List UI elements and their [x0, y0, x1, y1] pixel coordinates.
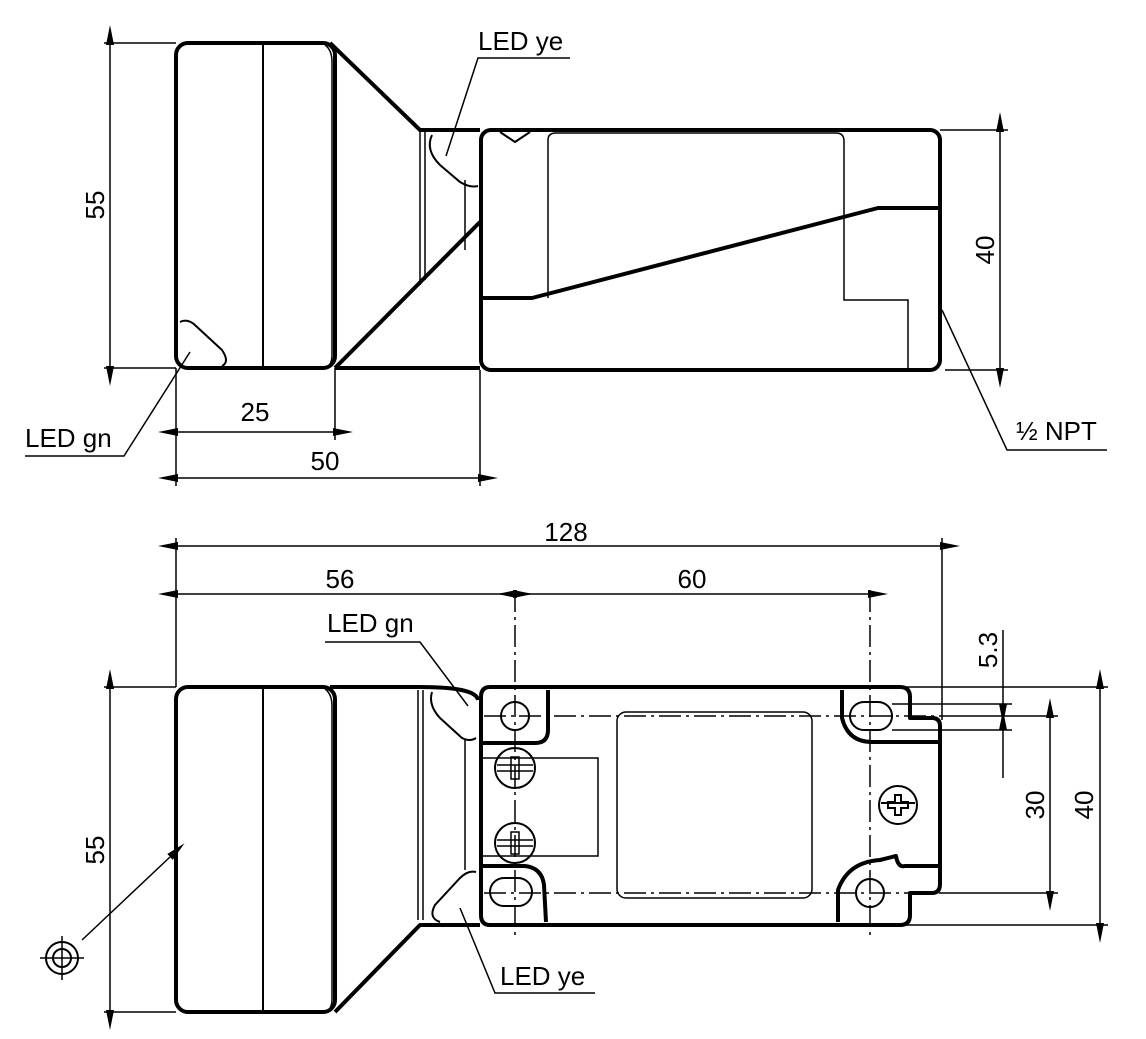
dim-30: 30	[1020, 791, 1050, 820]
label-led-ye-bottom: LED ye	[500, 961, 585, 991]
mounting-slot	[489, 877, 533, 907]
mounting-hole	[500, 701, 530, 731]
sensor-head-top	[174, 41, 337, 370]
dim-25: 25	[241, 397, 270, 427]
dim-128: 128	[544, 517, 587, 547]
dim-55-top: 55	[80, 191, 110, 220]
sensor-head-bottom	[174, 685, 337, 1014]
body-slope	[483, 206, 940, 300]
sensing-face-target-icon	[40, 843, 185, 980]
bottom-view: 128 56 60 55 5.3 30 40 LED gn LED ye	[40, 517, 1108, 1030]
mounting-slot	[849, 701, 893, 731]
led-ye-window	[428, 134, 479, 188]
head-taper-top	[328, 41, 480, 132]
label-led-ye-top: LED ye	[478, 26, 563, 56]
label-half-npt: ½ NPT	[1016, 416, 1097, 446]
dim-60: 60	[678, 564, 707, 594]
dim-50: 50	[311, 446, 340, 476]
led-gn-window	[179, 319, 227, 367]
led-gn-window-bottom	[430, 691, 477, 741]
led-ye-window-bottom	[431, 870, 477, 923]
dim-40-bottom: 40	[1069, 791, 1099, 820]
dim-5-3: 5.3	[973, 632, 1003, 668]
label-led-gn-top: LED gn	[25, 423, 112, 453]
dim-40-top: 40	[970, 236, 1000, 265]
mounting-hole	[855, 878, 885, 908]
label-area	[616, 711, 813, 899]
screw-icon	[494, 822, 536, 864]
screw-icon	[878, 785, 918, 825]
dim-56: 56	[326, 564, 355, 594]
label-led-gn-bottom: LED gn	[327, 608, 414, 638]
sensor-body-top	[479, 128, 942, 372]
dim-55-bottom: 55	[80, 836, 110, 865]
top-view: 55 40 25 50 LED ye LED gn ½ NPT	[25, 25, 1107, 486]
screw-icon	[494, 747, 536, 789]
